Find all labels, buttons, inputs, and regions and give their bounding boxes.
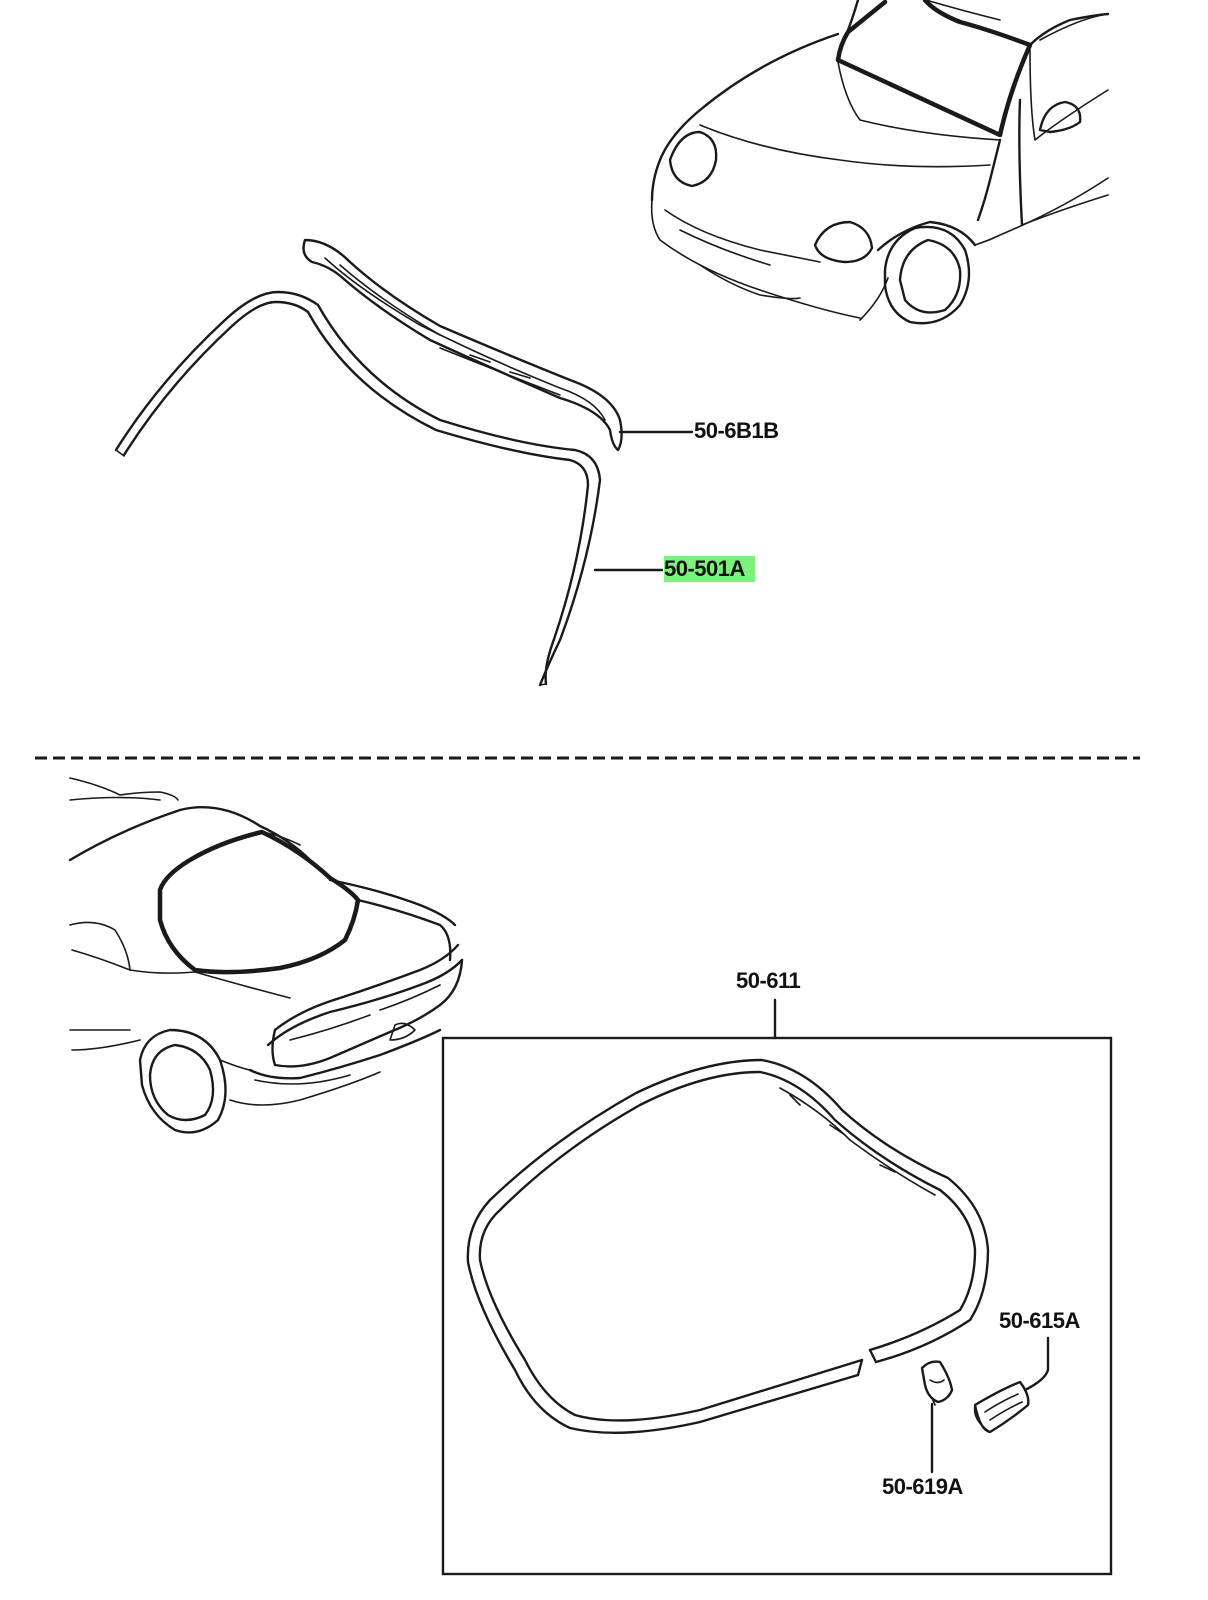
part-label-50-611[interactable]: 50-611 [736, 968, 801, 993]
rear-window-seal-50-611 [466, 1058, 990, 1434]
part-label-50-6B1B[interactable]: 50-6B1B [694, 418, 779, 443]
spacer-50-615A [973, 1380, 1030, 1434]
part-label-50-501A[interactable]: 50-501A [664, 556, 755, 582]
clip-50-619A [920, 1360, 954, 1406]
leader-line-50-615A [1023, 1336, 1050, 1392]
windshield-seal-50-501A [114, 290, 602, 687]
cowl-seal-50-6B1B [302, 238, 623, 452]
front-car-illustration [650, 0, 1110, 325]
part-label-50-615A[interactable]: 50-615A [999, 1308, 1080, 1333]
part-label-50-619A[interactable]: 50-619A [882, 1474, 963, 1499]
rear-seal-kit-box [441, 1036, 1113, 1576]
rear-car-illustration [68, 777, 464, 1134]
